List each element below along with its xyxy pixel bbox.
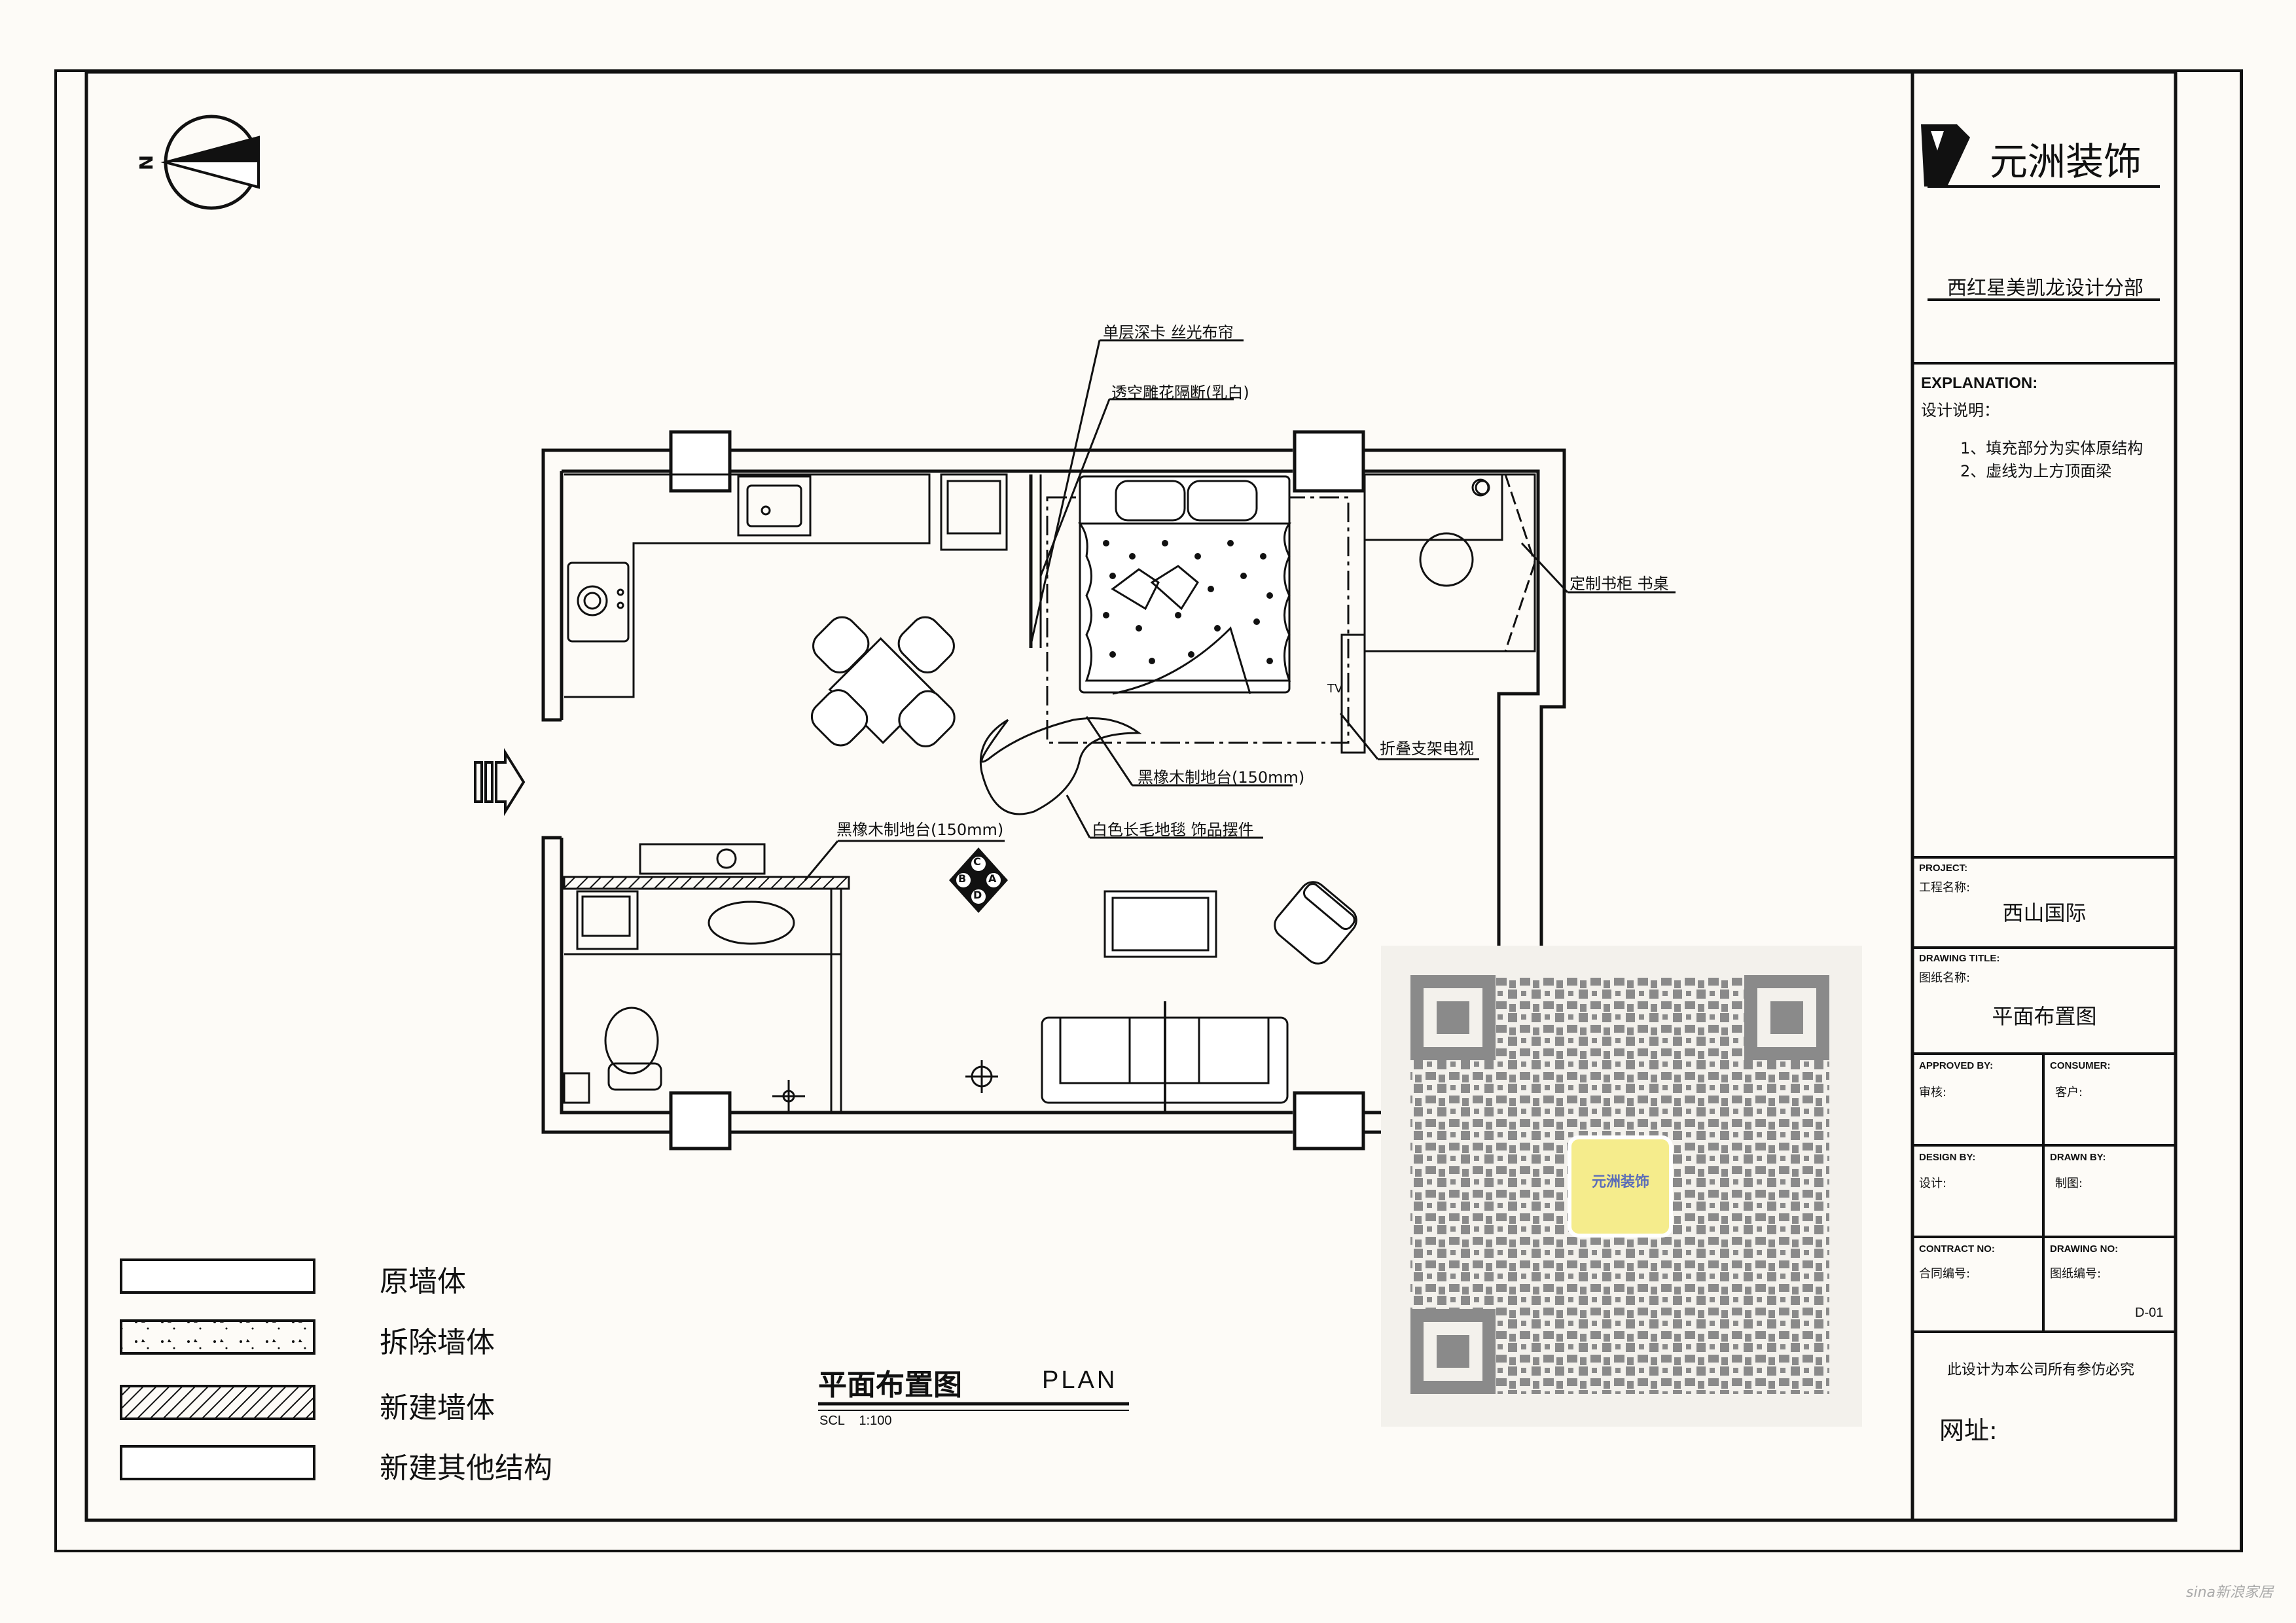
inner-frame — [84, 70, 2178, 1522]
section-mark-d: D — [973, 889, 982, 901]
annotation-tv: 折叠支架电视 — [1380, 740, 1474, 758]
legend-label-demolished-wall: 拆除墙体 — [380, 1326, 495, 1359]
design-label-en: DESIGN BY: — [1919, 1152, 1976, 1163]
annotation-platform-bath: 黑橡木制地台(150mm) — [836, 821, 1004, 839]
leader-lines — [804, 339, 1676, 881]
bathroom — [563, 843, 850, 1113]
drawing-no-label-cn: 图纸编号: — [2050, 1267, 2102, 1281]
consumer-label-en: CONSUMER: — [2050, 1060, 2111, 1071]
contract-label-cn: 合同编号: — [1919, 1267, 1971, 1281]
copyright-note: 此设计为本公司所有参仿必究 — [1947, 1362, 2135, 1378]
section-mark-b: B — [958, 872, 967, 885]
design-label-cn: 设计: — [1919, 1177, 1947, 1190]
drawing-no-value: D-01 — [2135, 1306, 2164, 1320]
kitchen-counter — [564, 473, 1008, 698]
approved-label-en: APPROVED BY: — [1919, 1060, 1994, 1071]
plan-title-cn: 平面布置图 — [818, 1368, 962, 1402]
bed-area — [979, 474, 1350, 815]
company-logo-icon — [1921, 124, 2160, 301]
annotation-curtain: 单层深卡 丝光布帘 — [1103, 323, 1234, 342]
approved-label-cn: 审核: — [1919, 1086, 1947, 1099]
north-compass-icon — [160, 115, 260, 210]
target-marks — [772, 478, 1490, 1113]
explanation-line-1: 1、填充部分为实体原结构 — [1960, 439, 2144, 457]
annotation-bookcase: 定制书柜 书桌 — [1570, 575, 1669, 593]
explanation-heading-cn: 设计说明： — [1921, 401, 2000, 419]
title-block-grid — [1912, 362, 2176, 1333]
sina-watermark: sina新浪家居 — [2186, 1584, 2273, 1601]
drawing-title-value: 平面布置图 — [1992, 1004, 2097, 1029]
structural-columns — [669, 430, 1365, 1150]
legend-label-new-structure: 新建其他结构 — [380, 1452, 552, 1485]
dining-set — [810, 616, 956, 747]
legend-label-original-wall: 原墙体 — [380, 1265, 466, 1298]
project-label-cn: 工程名称: — [1919, 881, 1971, 895]
project-label-en: PROJECT: — [1919, 863, 1968, 874]
company-branch: 西红星美凯龙设计分部 — [1947, 277, 2144, 300]
tv-mark: TV — [1327, 682, 1343, 696]
website-label: 网址: — [1939, 1416, 1998, 1445]
legend-swatches — [120, 1258, 315, 1480]
qr-badge-label: 元洲装饰 — [1591, 1174, 1649, 1190]
drawn-label-cn: 制图: — [2055, 1177, 2083, 1190]
qr-code — [1381, 946, 1862, 1427]
compass-label: N — [135, 154, 158, 171]
section-mark-a: A — [988, 872, 997, 885]
explanation-line-2: 2、虚线为上方顶面梁 — [1960, 462, 2112, 480]
annotation-platform-bed: 黑橡木制地台(150mm) — [1138, 768, 1305, 787]
living-furniture — [1041, 881, 1357, 1113]
plan-title-en: PLAN — [1042, 1366, 1118, 1394]
drawn-label-en: DRAWN BY: — [2050, 1152, 2106, 1163]
drawing-no-label-en: DRAWING NO: — [2050, 1243, 2119, 1255]
bed-dots — [1103, 540, 1273, 664]
consumer-label-cn: 客户: — [2055, 1086, 2083, 1099]
drawing-title-label-en: DRAWING TITLE: — [1919, 953, 2000, 964]
section-marker — [949, 847, 1008, 913]
legend-label-new-wall: 新建墙体 — [380, 1391, 495, 1425]
project-value: 西山国际 — [2002, 901, 2087, 925]
annotation-carpet: 白色长毛地毯 饰品摆件 — [1092, 821, 1254, 839]
contract-label-en: CONTRACT NO: — [1919, 1243, 1995, 1255]
drawing-title-label-cn: 图纸名称: — [1919, 971, 1971, 985]
study-bookcase — [1340, 473, 1536, 754]
section-mark-c: C — [973, 855, 981, 868]
company-name: 元洲装饰 — [1990, 139, 2142, 184]
plan-scale: SCL 1:100 — [819, 1414, 892, 1428]
entrance-arrow-icon — [474, 748, 526, 816]
explanation-heading: EXPLANATION: — [1921, 374, 2038, 392]
annotation-partition: 透空雕花隔断(乳白) — [1111, 383, 1249, 402]
